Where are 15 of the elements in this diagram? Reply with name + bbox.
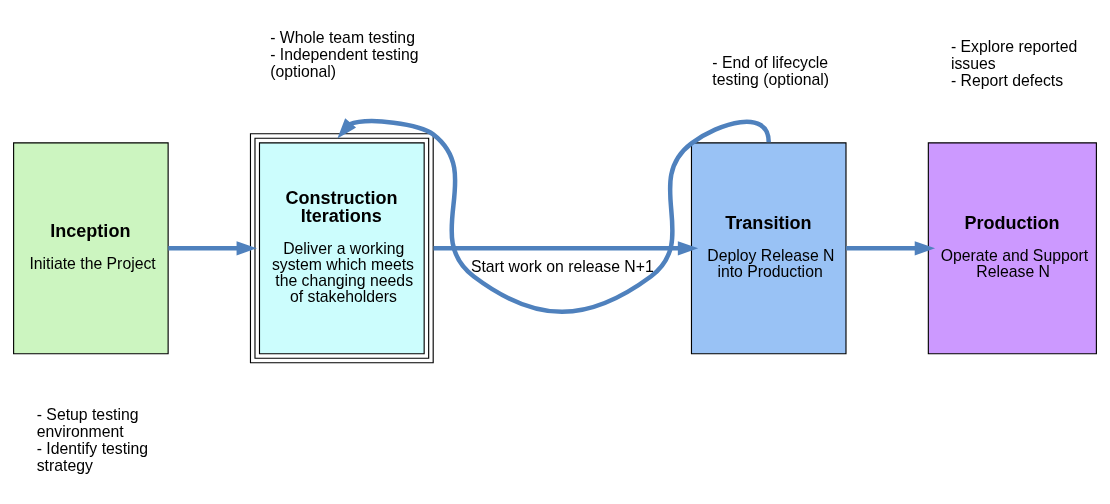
node-label: - Independent testing (optional) [270,45,419,79]
node-label: - Whole team testing [270,28,415,46]
edge-label: Start work on release N+1 [470,257,654,275]
arrow [168,240,257,255]
arrow [433,240,699,255]
node-box: Inception Initiate the Project [13,141,169,354]
node-label: - End of lifecycle testing (optional) [712,53,830,88]
node-label: - Identify testing strategy [36,439,149,474]
node-label: - Explore reported issues [950,37,1078,72]
node-label: - Setup testing environment [36,405,139,440]
node-label: - Report defects [950,71,1064,89]
node-box: Production Operate and Support Release N [927,141,1097,354]
node-box: Construction Iterations Deliver a working system which meets the changing needs of stakeholders [249,132,434,363]
arrow [846,240,936,255]
node-box: Transition Deploy Release N into Production [690,141,847,354]
